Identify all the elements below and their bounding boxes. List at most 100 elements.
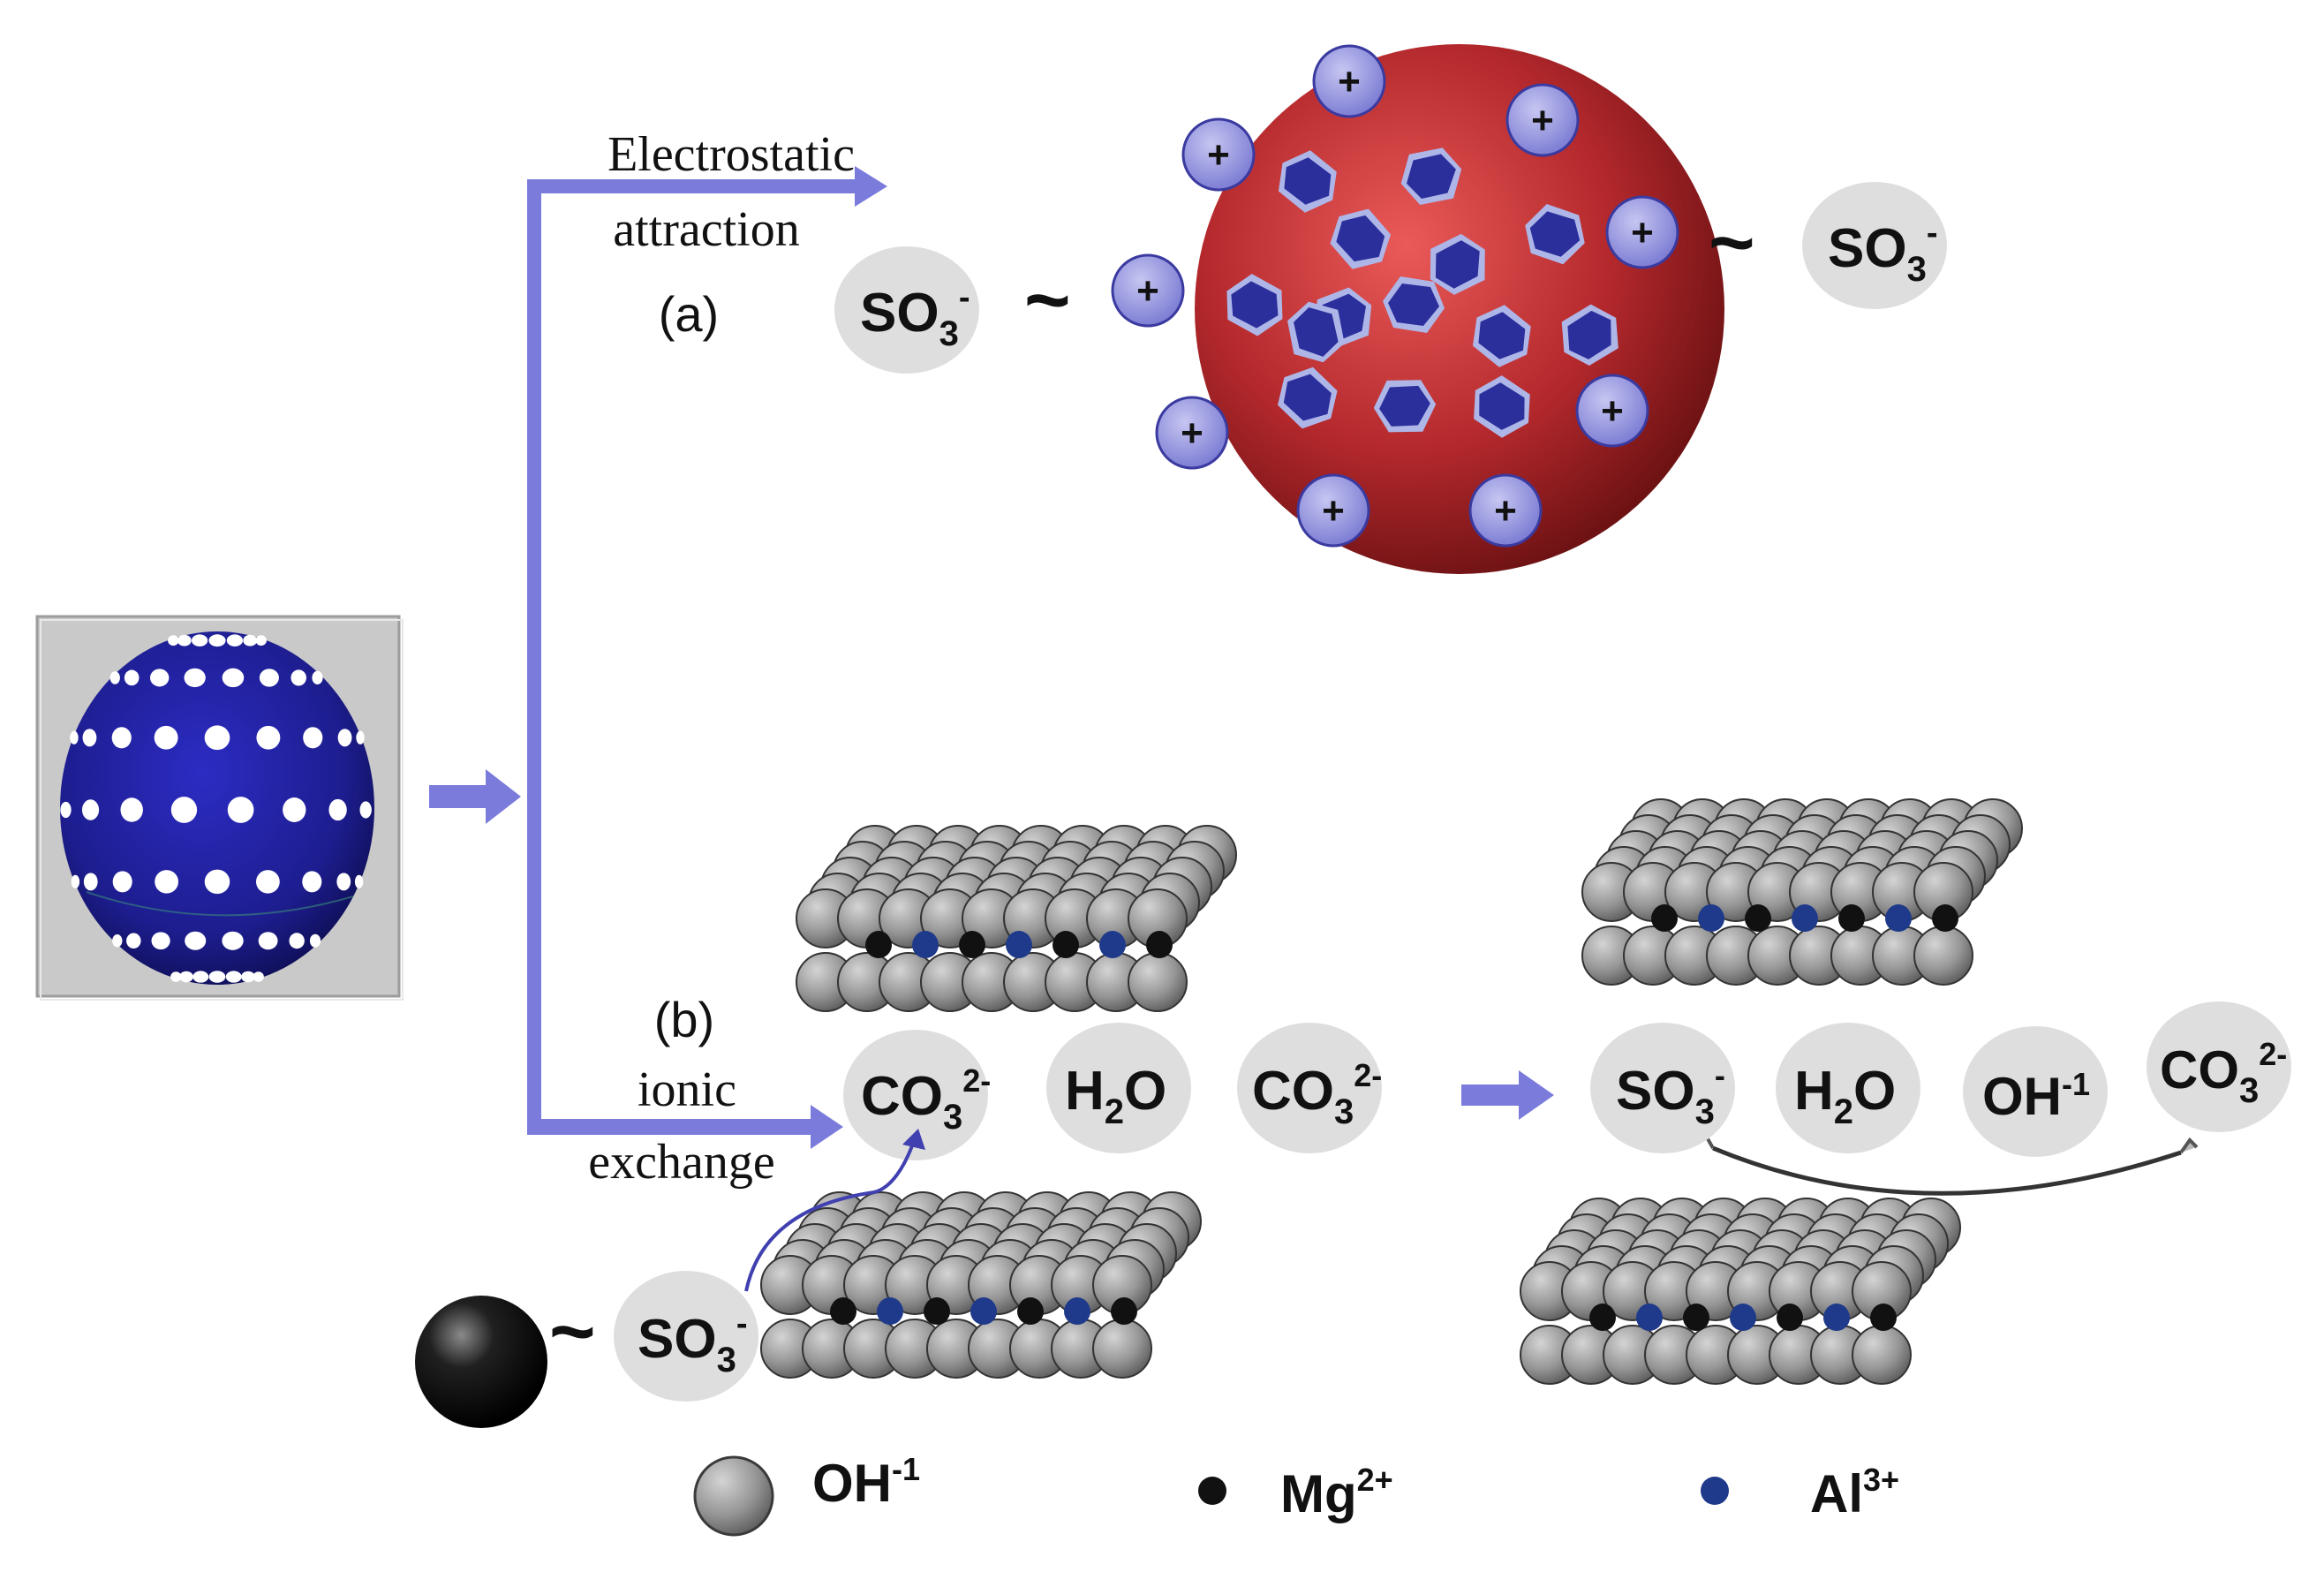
ldh-flake xyxy=(1226,274,1283,336)
cation-plus: + xyxy=(1181,117,1256,192)
bead-pore xyxy=(303,727,323,749)
bead-pore xyxy=(208,971,226,983)
bead-pore xyxy=(309,933,321,948)
bead-pore xyxy=(356,730,365,744)
ldh-layers xyxy=(760,798,2023,1385)
plus-sign: + xyxy=(1631,211,1654,254)
plus-sign: + xyxy=(1494,489,1517,533)
legend: OH-1 Mg2+ Al3+ xyxy=(693,1451,1899,1537)
ldh-flake xyxy=(1278,367,1338,429)
tilde-bead: ~ xyxy=(549,1288,596,1376)
bead-pore xyxy=(71,874,80,888)
bead-pore xyxy=(192,634,208,646)
al-ion xyxy=(1636,1304,1663,1331)
ldh-stack xyxy=(1520,1198,1961,1385)
cation-plus: + xyxy=(1296,473,1370,548)
oh-ball xyxy=(1852,1325,1912,1385)
tilde-left: ~ xyxy=(1024,256,1071,344)
bead-pore xyxy=(226,634,243,646)
legend-al-swatch xyxy=(1701,1477,1729,1505)
ion-co3-1: CO32- xyxy=(843,1030,991,1160)
mg-ion xyxy=(1111,1298,1137,1325)
bead-pore xyxy=(222,931,244,950)
ldh-flake xyxy=(1561,304,1618,367)
plus-sign: + xyxy=(1136,269,1159,313)
mg-ion xyxy=(1651,905,1678,932)
bead-pore xyxy=(354,874,364,888)
mg-ion xyxy=(1745,905,1771,932)
curved-layer-edge xyxy=(1712,1145,2182,1196)
bead-pore xyxy=(255,870,280,894)
plus-sign: + xyxy=(1322,489,1345,533)
ldh-stack xyxy=(796,825,1237,1012)
mg-ion xyxy=(1683,1304,1709,1331)
bead-pore xyxy=(337,729,352,747)
bead-pore xyxy=(289,933,305,949)
bead-pore xyxy=(154,725,178,750)
ldh-flake xyxy=(1383,276,1445,333)
ldh-flake xyxy=(1287,301,1345,363)
ldh-flake xyxy=(1373,380,1437,433)
ldh-flake xyxy=(1474,375,1530,438)
ion-so3-left: SO3- xyxy=(834,246,979,374)
oh-ball xyxy=(1128,952,1188,1012)
svg-text:OH-1: OH-1 xyxy=(812,1451,920,1513)
ldh-flake xyxy=(1430,233,1485,295)
bead-pore xyxy=(126,933,141,949)
al-ion xyxy=(877,1298,903,1325)
al-ion xyxy=(1099,932,1126,958)
ion-co3-after: CO32- xyxy=(2147,1001,2291,1132)
ldh-flake xyxy=(1400,147,1462,205)
mg-ion xyxy=(865,932,892,958)
bead-pore xyxy=(222,668,245,688)
svg-text:SO3-: SO3- xyxy=(860,279,970,353)
bead-pore xyxy=(60,801,72,819)
svg-text:H2O: H2O xyxy=(1794,1061,1896,1131)
plus-sign: + xyxy=(1207,133,1230,177)
ldh-stack xyxy=(760,1191,1202,1379)
bead-image xyxy=(35,615,404,1001)
cation-plus: + xyxy=(1155,396,1229,470)
bead-pore xyxy=(253,971,264,982)
exchange-result-arrow xyxy=(1461,1070,1554,1120)
bead-pore xyxy=(120,797,143,822)
svg-text:SO3-: SO3- xyxy=(638,1305,748,1379)
flow-arrows xyxy=(429,166,1554,1149)
plus-sign: + xyxy=(1531,99,1554,142)
oh-ball xyxy=(1092,1319,1152,1379)
ion-so3-bead: SO3- xyxy=(614,1271,758,1402)
bead-pore xyxy=(170,971,182,982)
bead-pore xyxy=(255,635,267,646)
svg-text:Mg2+: Mg2+ xyxy=(1280,1462,1393,1523)
bead-pores xyxy=(60,634,372,983)
bead-pore xyxy=(312,670,323,685)
cation-plus: + xyxy=(1312,44,1386,118)
mg-ion xyxy=(1932,905,1958,932)
bead-pore xyxy=(70,730,79,744)
ldh-stack xyxy=(1581,798,2023,986)
bead-pore xyxy=(208,634,226,647)
bead-pore xyxy=(82,729,97,747)
arrow-to-electrostatic xyxy=(527,166,887,207)
bead-pore xyxy=(155,870,179,894)
mg-ion xyxy=(1589,1304,1616,1331)
bead-pore xyxy=(179,971,193,983)
bead-pore xyxy=(81,799,100,820)
bead-pore xyxy=(112,871,132,893)
ldh-flake xyxy=(1278,150,1337,213)
bead-pore xyxy=(151,932,170,950)
oh-ball xyxy=(1913,926,1973,986)
cation-plus: + xyxy=(1505,83,1580,157)
arrow-to-ionic-exchange xyxy=(527,1105,843,1149)
cation-plus: + xyxy=(1575,374,1649,448)
bead-pore xyxy=(290,669,306,686)
ldh-flake xyxy=(1525,204,1585,265)
al-ion xyxy=(1885,905,1912,932)
mg-ion xyxy=(959,932,985,958)
svg-text:H2O: H2O xyxy=(1065,1061,1166,1131)
label-attraction: attraction xyxy=(613,202,799,257)
bead-pore xyxy=(168,635,179,646)
al-ion xyxy=(970,1298,997,1325)
mg-ion xyxy=(1870,1304,1897,1331)
ldh-flakes xyxy=(1226,147,1618,438)
